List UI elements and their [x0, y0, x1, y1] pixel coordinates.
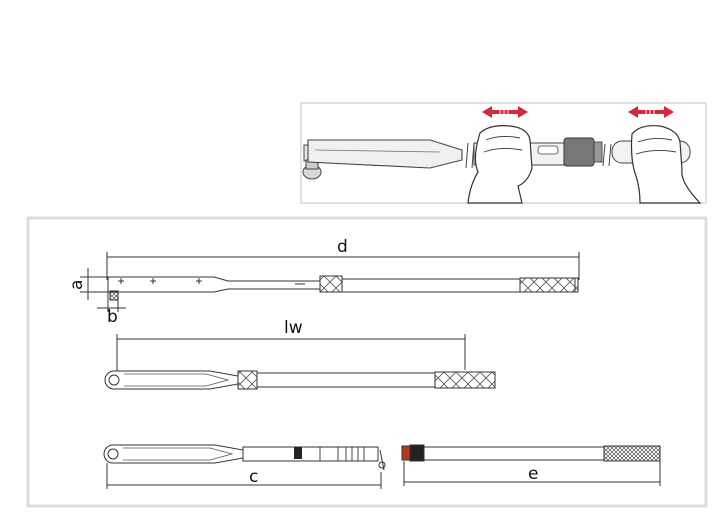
left-hand-illustration [467, 125, 533, 204]
dimension-a-label: a [67, 280, 87, 290]
dimension-d-label: d [337, 237, 348, 257]
dimension-e-label: e [528, 464, 538, 484]
dimension-lw-label: lw [284, 318, 303, 338]
dimension-c-label: c [249, 467, 258, 487]
wrench-head-part: c [103, 444, 386, 489]
extension-handle: e [401, 444, 661, 486]
wrench-side-view: d a b [67, 237, 580, 327]
usage-illustration [300, 102, 707, 204]
right-hand-illustration [630, 125, 702, 204]
double-arrow-icon [482, 106, 528, 118]
double-arrow-icon [628, 106, 674, 118]
wrench-top-view: lw [104, 318, 496, 390]
dimension-b-label: b [107, 307, 118, 327]
